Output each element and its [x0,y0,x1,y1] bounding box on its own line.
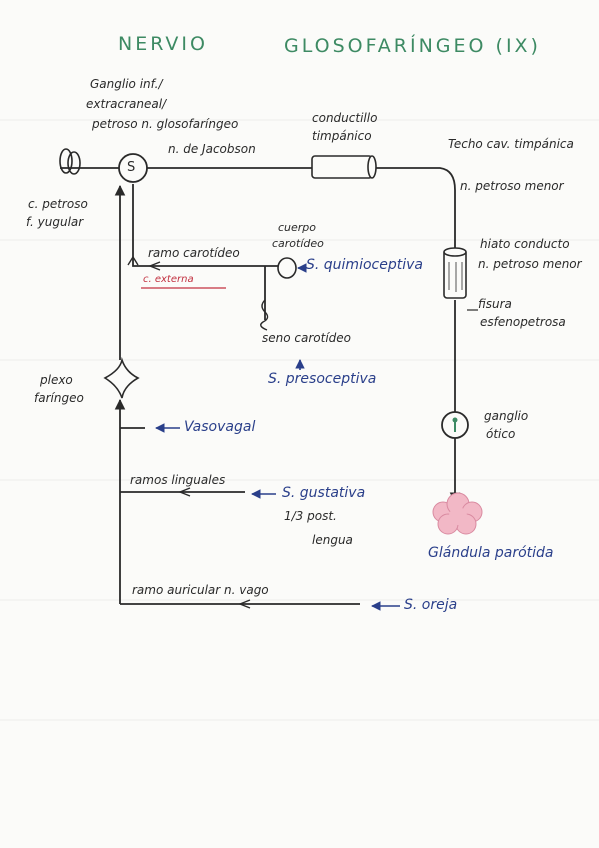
title-glosofaringeo: GLOSOFARÍNGEO (IX) [284,35,541,57]
ganglion-petroso [118,153,148,183]
label-ganglio-line1: Ganglio inf./ [90,77,163,91]
label-glandula-parotida: Glándula parótida [428,545,554,561]
label-ramos-linguales: ramos linguales [130,473,226,487]
arrow-auricular [238,599,251,609]
label-fisura-line2: esfenopetrosa [480,315,566,329]
label-jacobson: n. de Jacobson [168,142,256,156]
cuerpo-carotideo-shape [277,257,297,279]
label-quimioceptiva: S. quimioceptiva [306,257,423,273]
flow-arrows [127,255,251,609]
parotid-gland [432,492,483,535]
ganglion-symbol: S [127,160,136,175]
label-gustativa-line1: S. gustativa [282,485,366,501]
label-cuerpo-line2: carotídeo [272,237,324,250]
label-ganglio-line2: extracraneal/ [86,97,167,111]
arrow-up-carotid [127,255,139,266]
plexo-faringeo-shape [103,356,140,399]
seno-carotideo-shape [260,299,269,331]
sensory-arrows [155,263,400,611]
label-hiato-line1: hiato conducto [480,237,570,251]
arrow-linguales [178,487,191,497]
label-hiato-line2: n. petroso menor [478,257,582,271]
label-c-externa: c. externa [143,274,194,285]
arrow-ramo-carotideo [148,261,161,271]
label-techo: Techo cav. timpánica [448,137,574,151]
ganglio-otico-dot [452,417,458,423]
label-gustativa-line3: lengua [312,533,353,547]
label-fisura-line1: fisura [478,297,512,311]
foramen-knot [59,148,81,175]
label-plexo-line2: faríngeo [34,391,84,405]
label-ganglio-otico-line1: ganglio [484,409,529,423]
label-seno-carotideo: seno carotídeo [262,331,352,345]
title-nervio: NERVIO [118,33,208,55]
label-ganglio-line3: petroso n. glosofaríngeo [92,117,239,131]
label-gustativa-line2: 1/3 post. [284,509,337,523]
hiato-cylinder [443,247,467,299]
label-conductillo-line2: timpánico [312,129,372,143]
label-oreja: S. oreja [404,597,458,613]
label-ramo-auricular: ramo auricular n. vago [132,583,269,597]
label-presoceptiva: S. presoceptiva [268,371,377,387]
trunk-n-petroso-menor [372,167,456,250]
ramo-carotideo-line [132,184,278,267]
label-conductillo-line1: conductillo [312,111,378,125]
conductillo-cylinder [311,155,377,179]
label-c-petroso-line2: f. yugular [26,215,84,229]
label-plexo-line1: plexo [40,373,73,387]
label-n-petroso-menor: n. petroso menor [460,179,564,193]
label-c-petroso-line1: c. petroso [28,197,88,211]
label-vasovagal: Vasovagal [184,419,256,435]
label-ramo-carotideo: ramo carotídeo [148,246,240,260]
label-ganglio-otico-line2: ótico [486,427,516,441]
label-cuerpo-line1: cuerpo [278,221,317,234]
